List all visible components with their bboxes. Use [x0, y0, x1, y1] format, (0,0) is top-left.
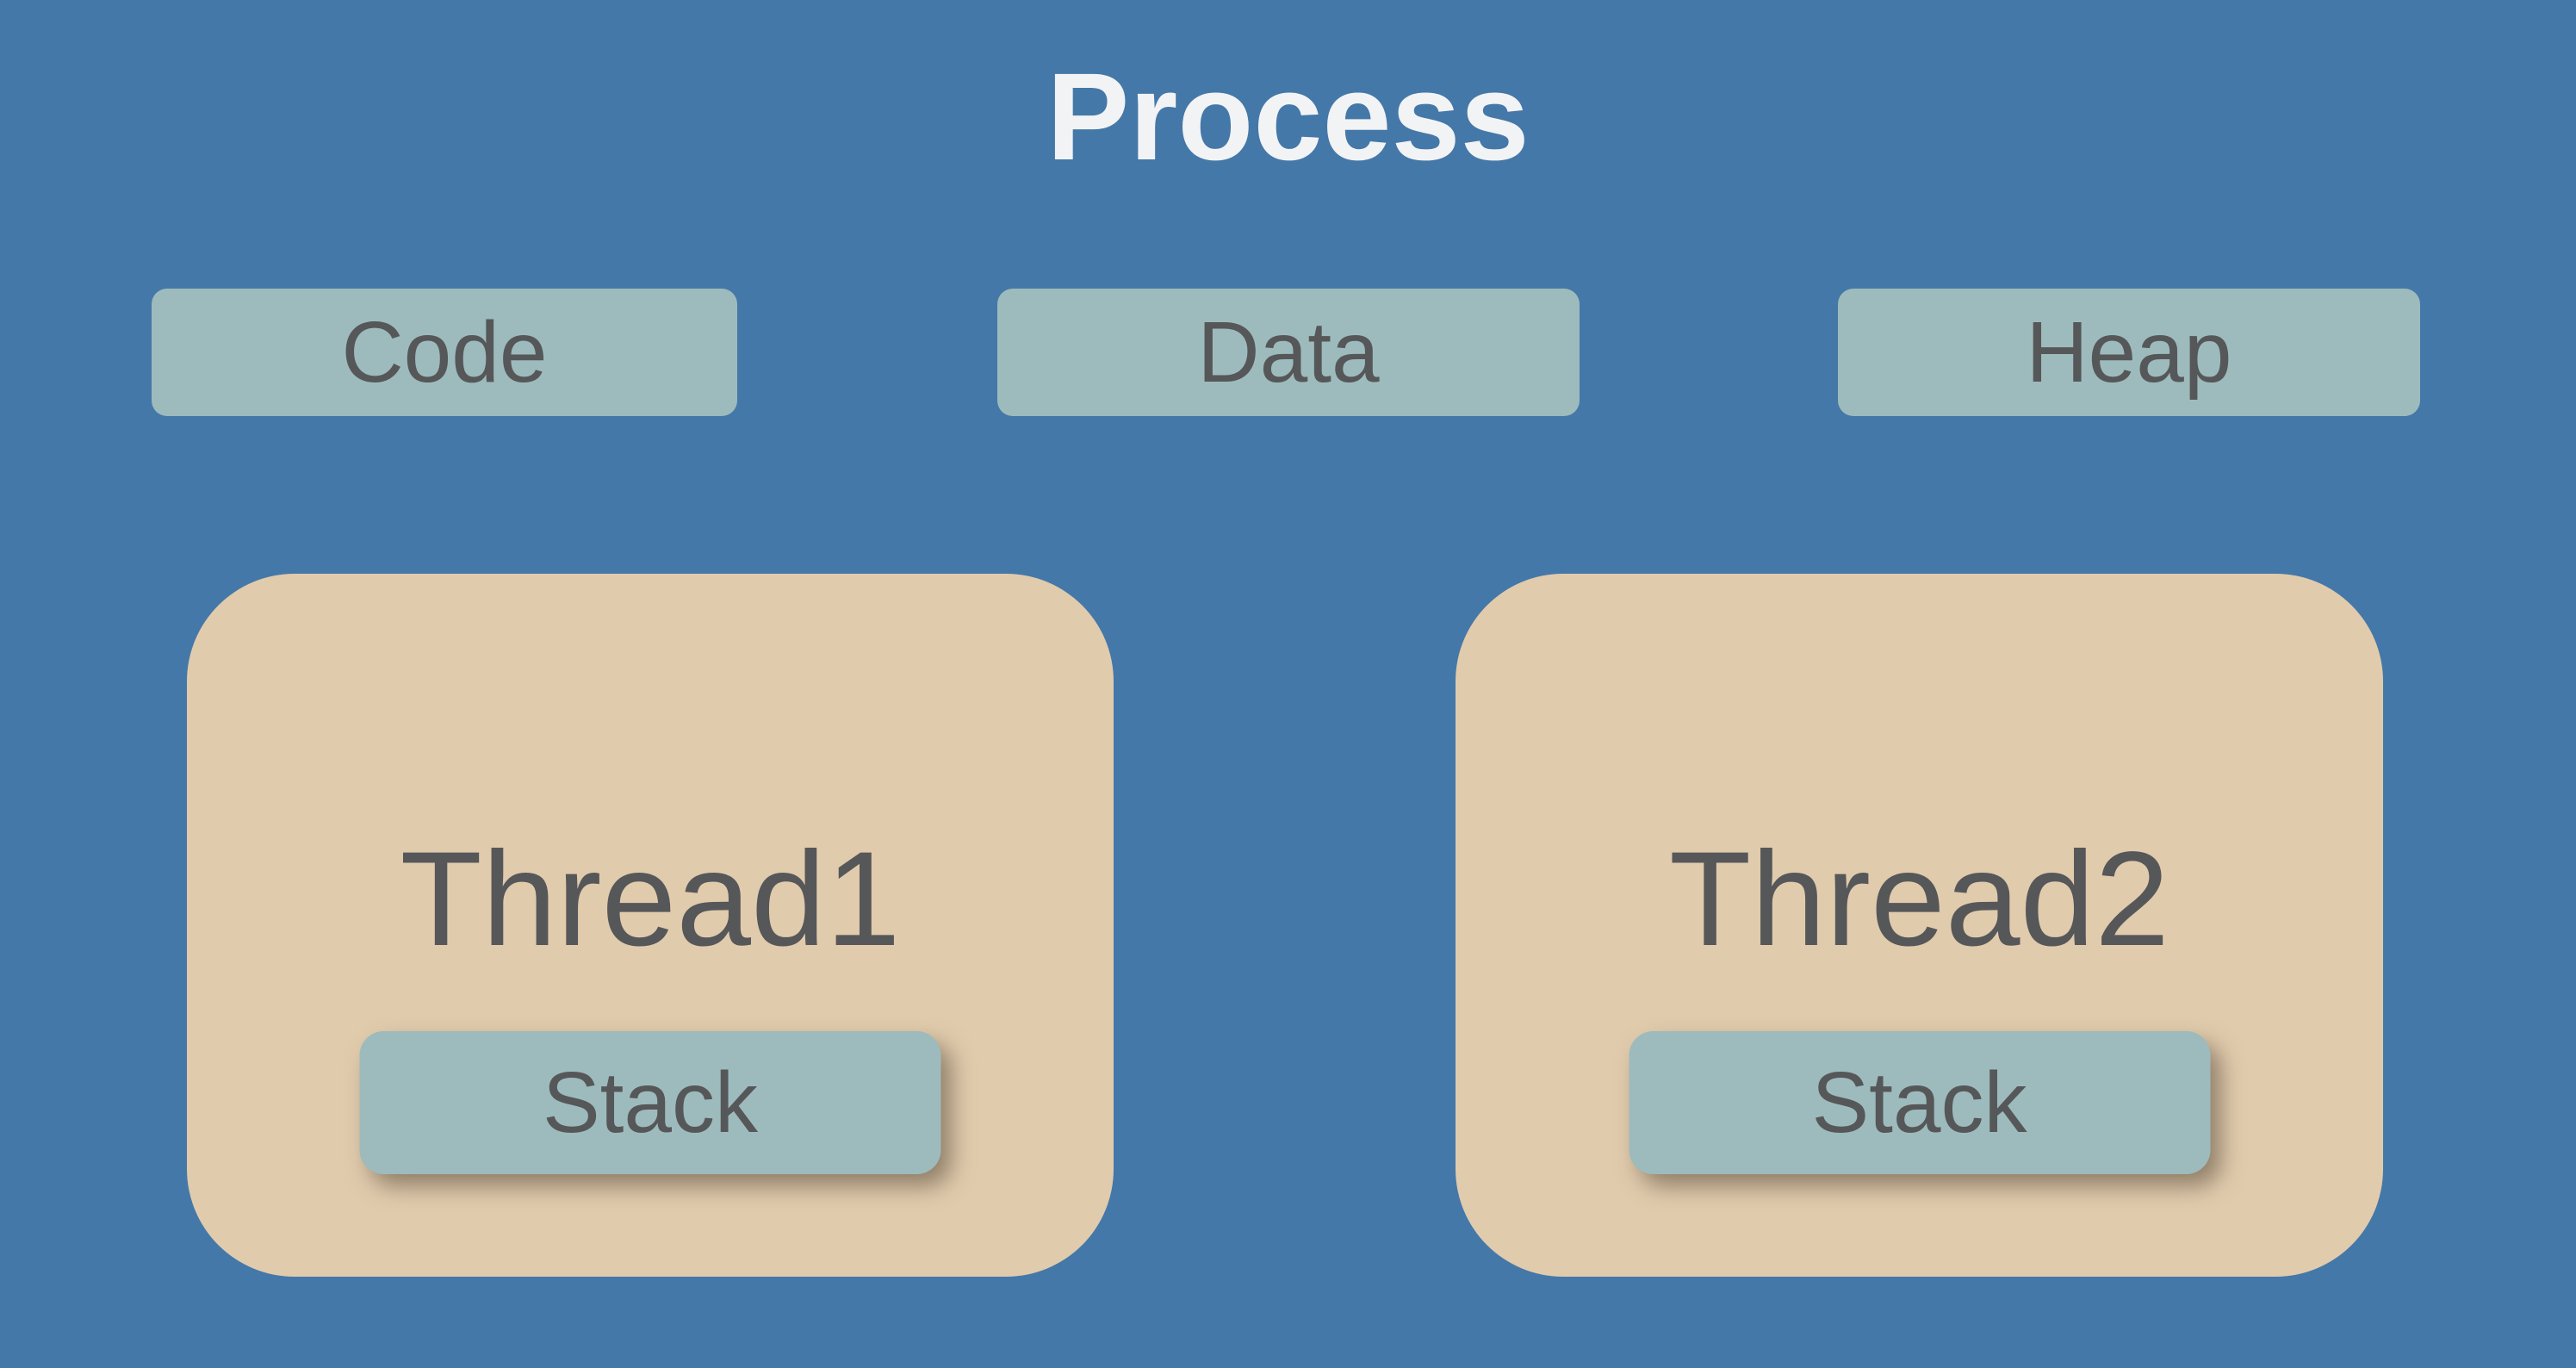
thread1-stack-label: Stack	[542, 1054, 759, 1151]
heap-segment-box: Heap	[1838, 289, 2420, 416]
thread1-label: Thread1	[400, 824, 901, 974]
code-segment-box: Code	[152, 289, 737, 416]
data-segment-label: Data	[1197, 304, 1380, 401]
process-title: Process	[1046, 47, 1530, 186]
data-segment-box: Data	[997, 289, 1580, 416]
thread2-label: Thread2	[1668, 824, 2170, 974]
heap-segment-label: Heap	[2026, 304, 2232, 401]
thread2-box: Thread2 Stack	[1456, 574, 2383, 1277]
thread1-box: Thread1 Stack	[187, 574, 1114, 1277]
thread1-stack-box: Stack	[359, 1031, 941, 1174]
thread2-stack-box: Stack	[1629, 1031, 2210, 1174]
code-segment-label: Code	[341, 304, 548, 401]
thread2-stack-label: Stack	[1811, 1054, 2027, 1151]
